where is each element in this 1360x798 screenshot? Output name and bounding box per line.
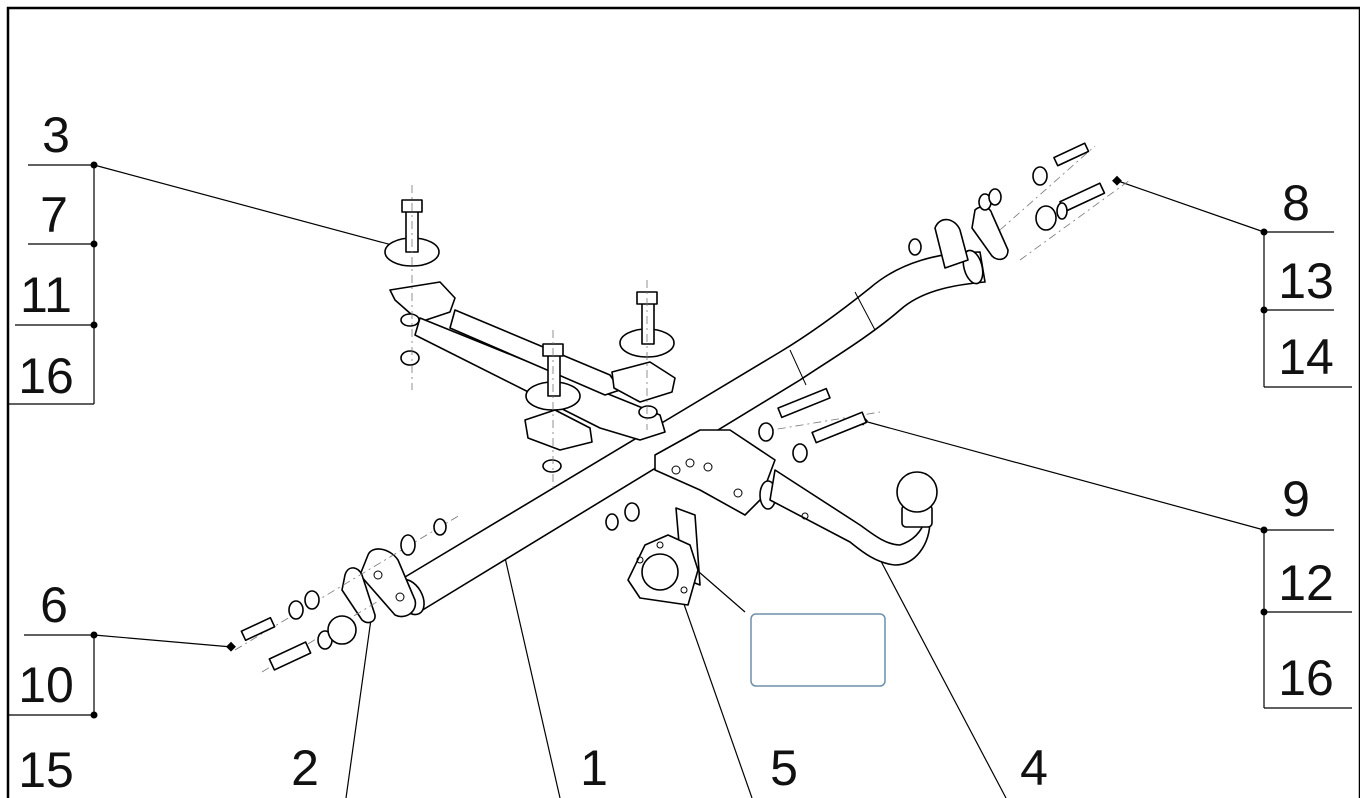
callout-16-right: 16 [1278, 650, 1334, 706]
label-row-bottom: 2 1 5 4 [291, 521, 1048, 798]
callout-3: 3 [42, 107, 70, 163]
callout-12: 12 [1278, 555, 1334, 611]
callout-1: 1 [580, 740, 608, 796]
callout-11: 11 [20, 267, 72, 323]
socket-plate [627, 507, 701, 606]
callout-5: 5 [770, 740, 798, 796]
callout-2: 2 [291, 740, 319, 796]
label-stack-right-mid: 9 12 16 [858, 415, 1352, 709]
callout-14: 14 [1278, 329, 1334, 385]
callout-8: 8 [1282, 175, 1310, 231]
callout-4: 4 [1020, 740, 1048, 796]
callout-16-left: 16 [18, 348, 74, 404]
center-mount-plate [654, 429, 777, 516]
left-end-bracket [341, 548, 417, 624]
ball-hook [769, 469, 938, 566]
upper-bracket [384, 185, 676, 490]
callout-6: 6 [40, 577, 68, 633]
callout-9: 9 [1282, 471, 1310, 527]
label-stack-right-top: 8 13 14 [1112, 175, 1352, 388]
callout-15: 15 [18, 742, 74, 798]
label-stack-left-bottom: 6 10 15 [8, 577, 236, 798]
left-fasteners [234, 514, 461, 673]
diagram-frame [6, 6, 1360, 798]
label-stack-left-top: 3 7 11 16 [8, 107, 419, 405]
right-fasteners [605, 142, 1131, 531]
callout-10: 10 [18, 657, 74, 713]
annotation-box [750, 613, 886, 687]
callout-13: 13 [1278, 253, 1334, 309]
callout-7: 7 [40, 187, 68, 243]
